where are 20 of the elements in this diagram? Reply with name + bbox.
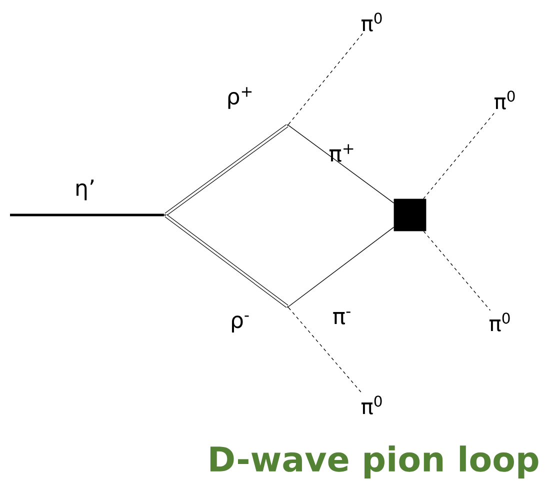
propagator-line — [164, 124, 288, 216]
propagator-line — [423, 230, 491, 311]
propagator-line — [288, 33, 363, 125]
propagator-line — [164, 214, 288, 308]
edge-label: η’ — [76, 180, 94, 200]
edge-label: ρ$^{+}$ — [228, 87, 252, 109]
edge-label: π$^{+}$ — [329, 144, 354, 162]
edge-label: ρ$^{-}$ — [232, 316, 249, 332]
particle-label: π$^{0}$ — [362, 12, 382, 32]
propagator-line — [288, 125, 394, 204]
edge-label: π$^{-}$ — [333, 312, 350, 324]
propagator-line — [10, 214, 164, 216]
propagator-line — [288, 307, 362, 394]
vertex-square — [394, 198, 426, 232]
particle-label: π$^{0}$ — [494, 90, 515, 110]
particle-label: π$^{0}$ — [362, 396, 382, 414]
propagator-line — [288, 226, 394, 307]
propagator-line — [423, 111, 496, 200]
caption: D-wave pion loop — [210, 446, 538, 478]
particle-label: π$^{0}$ — [490, 312, 510, 332]
